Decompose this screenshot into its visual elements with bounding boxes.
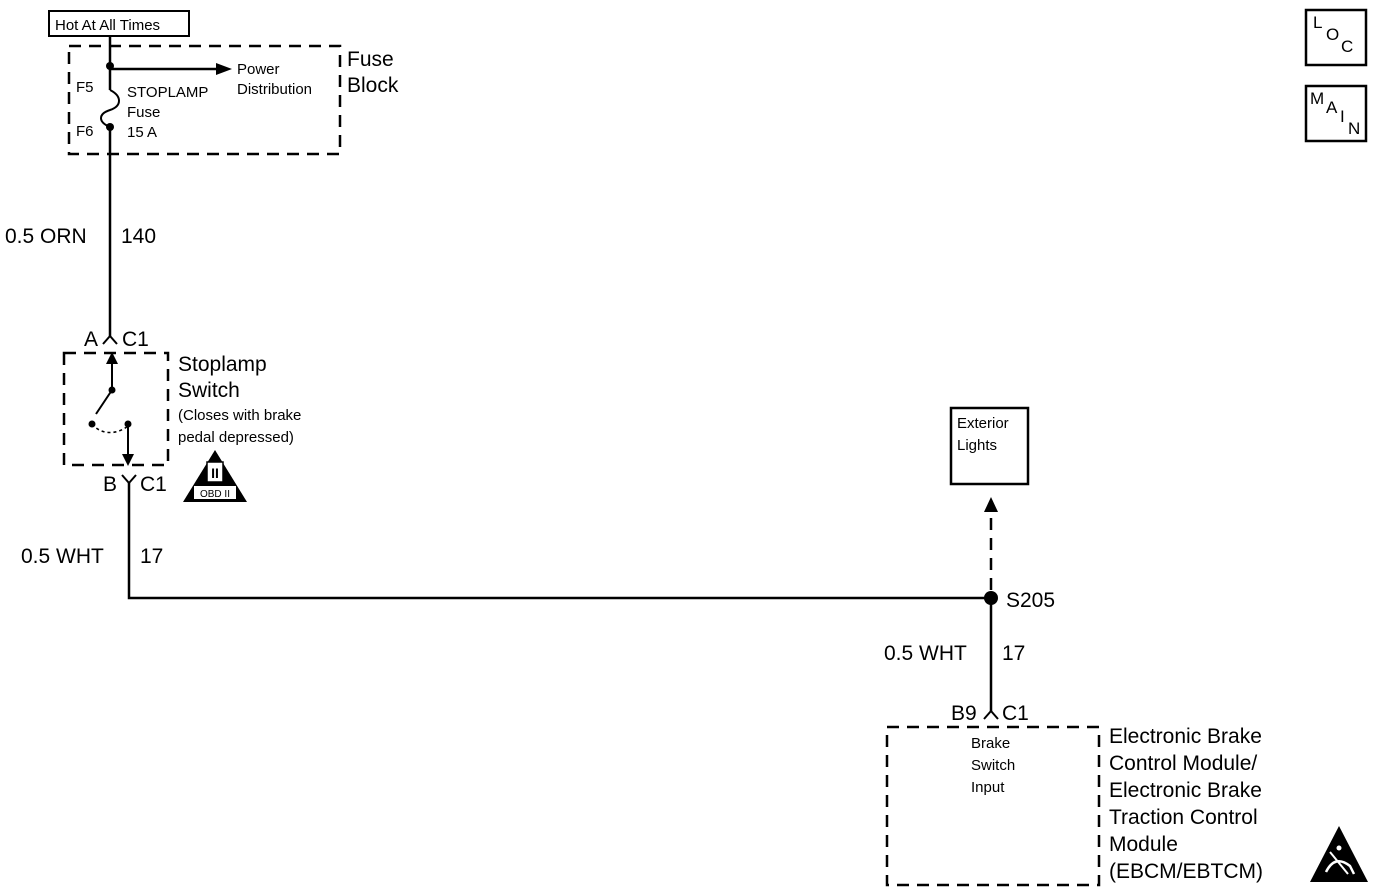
wire-wht-circuit-2: 17 [1002, 642, 1025, 665]
fuse-name: STOPLAMP [127, 84, 208, 101]
wire-wht-gauge-color-2: 0.5 WHT [884, 642, 967, 665]
hot-at-all-times-box [48, 10, 190, 37]
switch-blade [95, 389, 113, 415]
switch-arrow-up-icon [106, 352, 118, 364]
ebcm-title-6: (EBCM/EBTCM) [1109, 860, 1263, 883]
power-distribution-label-2: Distribution [237, 81, 312, 98]
splice-s205-label: S205 [1006, 589, 1055, 612]
obd-ii-label-box [194, 486, 236, 499]
loc-letter-2: O [1326, 25, 1339, 44]
ebcm-input-label-3: Input [971, 779, 1005, 796]
fuse-rating: 15 A [127, 124, 157, 141]
connector-bottom-icon [121, 474, 137, 485]
obd-ii-label: OBD II [200, 489, 230, 500]
main-letter-3: I [1340, 107, 1345, 126]
ebcm-outline [885, 725, 1101, 887]
fuse-terminal-f5: F5 [76, 79, 94, 96]
ebcm-input-label-2: Switch [971, 757, 1015, 774]
stoplamp-switch-note: (Closes with brake [178, 407, 301, 424]
switch-connector-top-pin: A [84, 328, 98, 351]
stoplamp-switch-title-2: Switch [178, 379, 240, 402]
ebcm-input-label: Brake [971, 735, 1010, 752]
wire-wht-gauge-color: 0.5 WHT [21, 545, 104, 568]
exterior-lights-label-2: Lights [957, 437, 997, 454]
connector-ebcm-icon [983, 709, 999, 720]
ebcm-title-2: Control Module/ [1109, 752, 1257, 775]
wire-wht-17-main [127, 483, 991, 600]
connector-top-icon [102, 334, 118, 345]
switch-connector-bottom-id: C1 [140, 473, 167, 496]
exterior-lights-arrow-icon [984, 497, 998, 512]
hot-at-all-times-label: Hot At All Times [55, 17, 160, 34]
fuse-symbol-icon [100, 89, 120, 128]
stoplamp-switch-note-2: pedal depressed) [178, 429, 294, 446]
obd-ii-symbol-box [206, 461, 224, 483]
switch-actuator-link [91, 423, 129, 434]
ebcm-title-5: Module [1109, 833, 1178, 856]
main-button[interactable]: M A I N [1304, 84, 1368, 143]
switch-connector-top-id: C1 [122, 328, 149, 351]
loc-letter-1: L [1313, 13, 1322, 32]
ebcm-title-4: Traction Control [1109, 806, 1258, 829]
ebcm-connector-pin: B9 [951, 702, 977, 725]
wire-orn-circuit: 140 [121, 225, 156, 248]
power-distribution-arrow-icon [216, 63, 232, 75]
fuse-terminal-f6: F6 [76, 123, 94, 140]
main-letter-1: M [1310, 89, 1324, 108]
fuse-name-2: Fuse [127, 104, 160, 121]
stoplamp-switch-outline [62, 351, 170, 467]
esd-warning-icon [1310, 826, 1368, 882]
ebcm-connector-id: C1 [1002, 702, 1029, 725]
obd-ii-symbol: II [211, 465, 219, 481]
fuse-block-outline [67, 44, 342, 156]
main-letter-4: N [1348, 119, 1360, 138]
stoplamp-switch-title: Stoplamp [178, 353, 267, 376]
ebcm-title-1: Electronic Brake [1109, 725, 1262, 748]
exterior-lights-box [949, 406, 1030, 486]
wire-orn-gauge-color: 0.5 ORN [5, 225, 87, 248]
loc-letter-3: C [1341, 37, 1353, 56]
exterior-lights-label: Exterior [957, 415, 1009, 432]
fuse-block-title-2: Block [347, 74, 399, 97]
main-letter-2: A [1326, 98, 1338, 117]
switch-arrow-down-icon [122, 454, 134, 466]
power-distribution-label: Power [237, 61, 280, 78]
loc-button[interactable]: L O C [1304, 8, 1368, 67]
ebcm-title-3: Electronic Brake [1109, 779, 1262, 802]
switch-connector-bottom-pin: B [103, 473, 117, 496]
fuse-block-title: Fuse [347, 48, 394, 71]
wire-wht-circuit: 17 [140, 545, 163, 568]
